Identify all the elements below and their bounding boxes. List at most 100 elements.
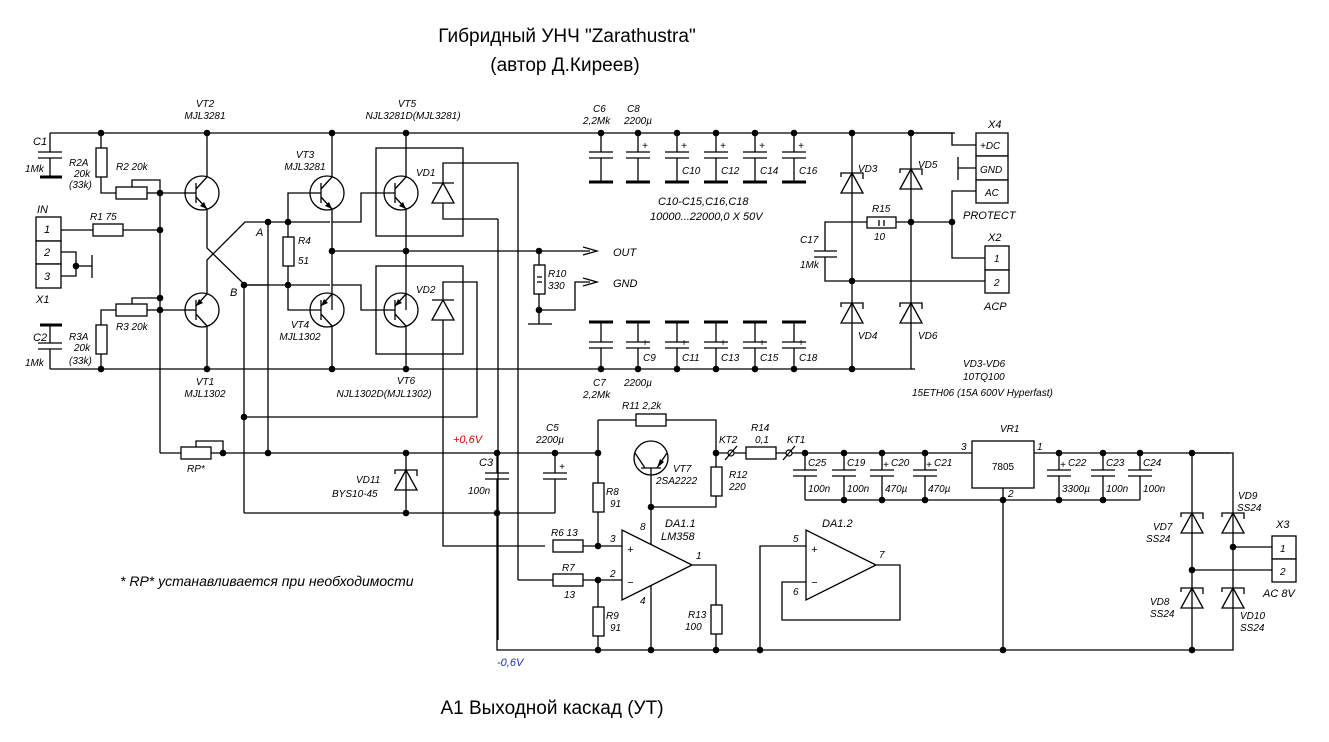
junction-dot — [1100, 497, 1107, 504]
kt2-label: KT2 — [719, 435, 738, 446]
connector-x1[interactable]: IN 1 2 3 X1 — [35, 204, 92, 306]
capacitor-c9-polarity: + — [642, 338, 648, 349]
junction-dot — [329, 130, 336, 137]
connector-x2[interactable]: X2 1 2 ACP — [983, 232, 1009, 313]
da12-ref: DA1.2 — [822, 518, 853, 530]
vt2-ref: VT2 — [196, 99, 215, 110]
test-point-kt2[interactable]: KT2 — [719, 435, 738, 460]
c3-ref: C3 — [479, 457, 494, 469]
x2-name: X2 — [987, 232, 1001, 244]
vd3-6-note-3: 15ETH06 (15A 600V Hyperfast) — [912, 388, 1053, 399]
junction-dot — [403, 248, 410, 255]
r2a-ref: R2A — [69, 158, 89, 169]
capacitor-c14-polarity: + — [759, 141, 765, 152]
junction-dot — [922, 450, 929, 457]
capacitor-c23-value: 100n — [1106, 484, 1129, 495]
resistor-r7: R7 13 — [518, 563, 622, 601]
c1-value: 1Mk — [25, 164, 45, 175]
schematic-title: Гибридный УНЧ "Zarathustra" — [438, 26, 695, 47]
da12-minus: − — [811, 577, 818, 589]
capacitor-bank-top: ++C10+C12+C14+C16 — [589, 133, 818, 182]
junction-dot — [403, 510, 410, 517]
r3a-alt: (33k) — [69, 356, 92, 367]
transistor-vt7: VT7 2SA2222 — [634, 441, 698, 507]
capacitor-c25: C25100n — [793, 453, 831, 500]
capacitor-c8-polarity: + — [642, 141, 648, 152]
x1-pin2: 2 — [43, 247, 50, 259]
vr1-pin2: 2 — [1007, 489, 1014, 500]
r12-ref: R12 — [729, 470, 748, 481]
resistor-r4: R4 51 — [283, 222, 311, 285]
resistor-r13: R13 100 — [685, 605, 722, 650]
capacitor-c16-polarity: + — [798, 141, 804, 152]
capacitor-c18: +C18 — [782, 322, 818, 369]
capacitor-c2: C2 1Mk — [25, 325, 62, 369]
capacitor-c11-polarity: + — [681, 338, 687, 349]
capacitor-c20-value: 470µ — [885, 484, 908, 495]
c9-value: 2200µ — [623, 378, 652, 389]
junction-dot — [157, 227, 164, 234]
resistor-r11: R11 2,2k — [598, 401, 716, 453]
vt5-ref: VT5 — [398, 99, 417, 110]
capacitor-c20-polarity: + — [883, 460, 889, 471]
capacitor-c16-ref: C16 — [799, 166, 818, 177]
bank-note-1: C10-C15,C16,C18 — [658, 196, 749, 208]
bank-note-2: 10000...22000,0 X 50V — [650, 211, 764, 223]
out-label: OUT — [613, 247, 638, 259]
resistor-rp: RP* — [160, 441, 598, 475]
vt5-part: NJL3281D(MJL3281) — [365, 111, 460, 122]
capacitor-c16: + C16 — [782, 133, 818, 182]
x3-title: AC 8V — [1262, 588, 1296, 600]
c8-value: 2200µ — [623, 116, 652, 127]
c2-value: 1Mk — [25, 358, 45, 369]
junction-dot — [648, 647, 655, 654]
junction-dot — [494, 450, 501, 457]
x4-name: X4 — [987, 119, 1001, 131]
vt7-ref: VT7 — [673, 464, 692, 475]
da12-pin6: 6 — [793, 587, 799, 598]
resistor-r9: R9 91 — [593, 580, 621, 650]
capacitor-c15-ref: C15 — [760, 353, 779, 364]
junction-dot — [157, 190, 164, 197]
vd11-ref: VD11 — [356, 475, 380, 486]
junction-dot — [757, 647, 764, 654]
vd5-label: VD5 — [918, 160, 938, 171]
junction-dot — [648, 504, 655, 511]
capacitor-c24-value: 100n — [1143, 484, 1166, 495]
junction-dot — [98, 130, 105, 137]
connector-x3[interactable]: X3 1 2 AC 8V — [1262, 519, 1296, 600]
vt1-ref: VT1 — [196, 377, 214, 388]
junction-dot — [265, 450, 272, 457]
junction-dot — [635, 130, 642, 137]
vt3-part: MJL3281 — [284, 162, 325, 173]
vd9-ref: VD9 — [1238, 491, 1258, 502]
junction-dot — [791, 366, 798, 373]
resistor-r2a: R2A 20k (33k) — [69, 133, 116, 193]
capacitor-c1: C1 1Mk — [25, 136, 62, 177]
r13-value: 100 — [685, 622, 702, 633]
vt6-part: NJL1302D(MJL1302) — [336, 389, 431, 400]
vt4-ref: VT4 — [291, 320, 310, 331]
vt2-part: MJL3281 — [184, 111, 225, 122]
capacitor-c14-ref: C14 — [760, 166, 779, 177]
vd1-label: VD1 — [416, 168, 435, 179]
junction-dot — [403, 366, 410, 373]
r3a-value: 20k — [73, 343, 91, 354]
junction-dot — [241, 282, 248, 289]
capacitor-c13: +C13 — [704, 322, 740, 369]
capacitor-c14: + C14 — [743, 133, 779, 182]
x3-pin1: 1 — [1280, 544, 1286, 555]
x1-pin1: 1 — [44, 224, 50, 236]
r12-value: 220 — [728, 482, 746, 493]
x2-pin2: 2 — [993, 278, 1000, 289]
test-point-kt1[interactable]: KT1 — [783, 435, 805, 460]
junction-dot — [329, 248, 336, 255]
vr1-pin1: 1 — [1037, 442, 1043, 453]
junction-dot — [1189, 450, 1196, 457]
transistor-vt5: VT5 NJL3281D(MJL3281) VD1 — [332, 99, 518, 580]
junction-dot — [98, 366, 105, 373]
r15-value: 10 — [874, 232, 886, 243]
output-gnd: GND — [583, 278, 638, 290]
opamp-da1-2: + − 5 6 7 DA1.2 — [760, 518, 900, 650]
